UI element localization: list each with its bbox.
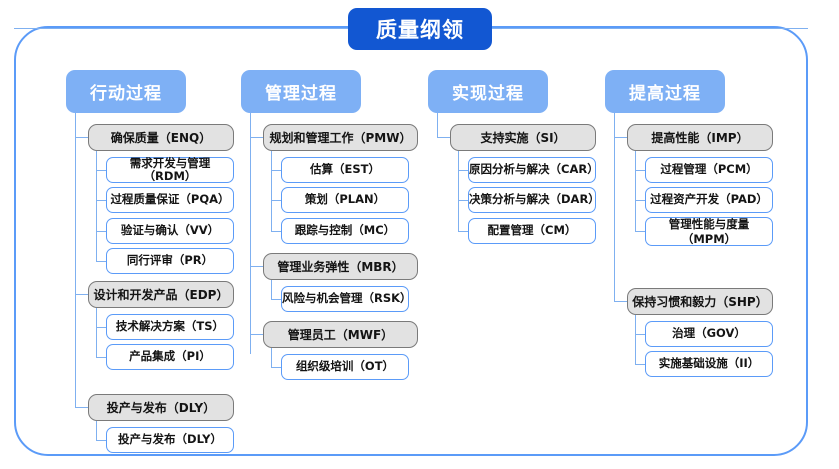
title-connector-left xyxy=(14,28,354,29)
column-header-management[interactable]: 管理过程 xyxy=(241,70,361,113)
column-3-trunk xyxy=(437,113,438,138)
l2-box-car[interactable]: 原因分析与解决（CAR） xyxy=(468,157,599,183)
column-2-stub-3 xyxy=(250,334,264,335)
l1-box-mwf[interactable]: 管理员工（MWF） xyxy=(263,321,418,348)
c1g1-stub-3 xyxy=(96,231,106,232)
l1-box-mbr[interactable]: 管理业务弹性（MBR） xyxy=(263,253,418,280)
c3g1-stub-2 xyxy=(458,200,468,201)
c4g2-stub-1 xyxy=(635,334,645,335)
page-title: 质量纲领 xyxy=(348,8,492,50)
column-2-group-2-spine xyxy=(271,280,272,299)
c1g2-stub-1 xyxy=(96,327,106,328)
l1-box-pmw[interactable]: 规划和管理工作（PMW） xyxy=(263,124,418,151)
c1g1-stub-1 xyxy=(96,170,106,171)
column-1-group-3-spine xyxy=(96,421,97,440)
l2-box-ii[interactable]: 实施基础设施（II） xyxy=(645,351,773,377)
l2-box-pr[interactable]: 同行评审（PR） xyxy=(106,248,234,274)
column-2-stub-2 xyxy=(250,266,264,267)
c4g1-stub-2 xyxy=(635,200,645,201)
column-4-trunk xyxy=(614,113,615,301)
column-3-group-1-spine xyxy=(458,151,459,231)
l2-box-mc[interactable]: 跟踪与控制（MC） xyxy=(281,218,409,244)
c2g3-stub-1 xyxy=(271,367,281,368)
column-header-action[interactable]: 行动过程 xyxy=(66,70,186,113)
l2-box-ts[interactable]: 技术解决方案（TS） xyxy=(106,314,234,340)
c1g2-stub-2 xyxy=(96,357,106,358)
l2-box-rsk[interactable]: 风险与机会管理（RSK） xyxy=(281,286,412,312)
c2g1-stub-3 xyxy=(271,231,281,232)
l1-box-si[interactable]: 支持实施（SI） xyxy=(450,124,596,151)
l1-box-imp[interactable]: 提高性能（IMP） xyxy=(627,124,773,151)
column-1-stub-1 xyxy=(75,137,89,138)
c3g1-stub-3 xyxy=(458,231,468,232)
column-4-stub-2 xyxy=(614,301,628,302)
c1g3-stub-1 xyxy=(96,440,106,441)
column-4-stub-1 xyxy=(614,137,628,138)
c1g1-stub-2 xyxy=(96,200,106,201)
l2-box-pad[interactable]: 过程资产开发（PAD） xyxy=(645,187,773,213)
c2g1-stub-2 xyxy=(271,200,281,201)
column-2-group-3-spine xyxy=(271,348,272,367)
l2-box-rdm[interactable]: 需求开发与管理（RDM） xyxy=(106,156,234,183)
l2-box-cm[interactable]: 配置管理（CM） xyxy=(468,218,596,244)
column-1-trunk xyxy=(75,113,76,407)
l2-box-plan[interactable]: 策划（PLAN） xyxy=(281,187,409,213)
l2-box-mpm[interactable]: 管理性能与度量 （MPM） xyxy=(645,217,773,246)
l2-box-pi[interactable]: 产品集成（PI） xyxy=(106,344,234,370)
c4g2-stub-2 xyxy=(635,364,645,365)
column-1-group-2-spine xyxy=(96,308,97,357)
l1-box-enq[interactable]: 确保质量（ENQ） xyxy=(88,124,234,151)
l2-box-pqa[interactable]: 过程质量保证（PQA） xyxy=(106,187,234,213)
column-header-realization[interactable]: 实现过程 xyxy=(428,70,548,113)
l2-box-vv[interactable]: 验证与确认（VV） xyxy=(106,218,234,244)
c4g1-stub-3 xyxy=(635,231,645,232)
l1-box-dly[interactable]: 投产与发布（DLY） xyxy=(88,394,234,421)
column-1-group-1-spine xyxy=(96,151,97,261)
l2-box-dly-child[interactable]: 投产与发布（DLY） xyxy=(106,427,234,453)
column-2-stub-1 xyxy=(250,137,264,138)
l1-box-shp[interactable]: 保持习惯和毅力（SHP） xyxy=(627,288,773,315)
column-2-group-1-spine xyxy=(271,151,272,231)
column-4-group-1-spine xyxy=(635,151,636,231)
c3g1-stub-1 xyxy=(458,170,468,171)
column-4-group-2-spine xyxy=(635,315,636,364)
column-1-stub-3 xyxy=(75,407,89,408)
l2-box-ot[interactable]: 组织级培训（OT） xyxy=(281,354,409,380)
c1g1-stub-4 xyxy=(96,261,106,262)
title-connector-right xyxy=(486,28,808,29)
l1-box-edp[interactable]: 设计和开发产品（EDP） xyxy=(88,281,234,308)
l2-box-pcm[interactable]: 过程管理（PCM） xyxy=(645,157,773,183)
column-3-stub-1 xyxy=(437,137,451,138)
column-1-stub-2 xyxy=(75,294,89,295)
c4g1-stub-1 xyxy=(635,170,645,171)
c2g1-stub-1 xyxy=(271,170,281,171)
l2-box-est[interactable]: 估算（EST） xyxy=(281,157,409,183)
c2g2-stub-1 xyxy=(271,299,281,300)
l2-box-gov[interactable]: 治理（GOV） xyxy=(645,321,773,347)
column-2-trunk xyxy=(250,113,251,354)
l2-box-dar[interactable]: 决策分析与解决（DAR） xyxy=(468,187,600,213)
column-header-improvement[interactable]: 提高过程 xyxy=(605,70,725,113)
